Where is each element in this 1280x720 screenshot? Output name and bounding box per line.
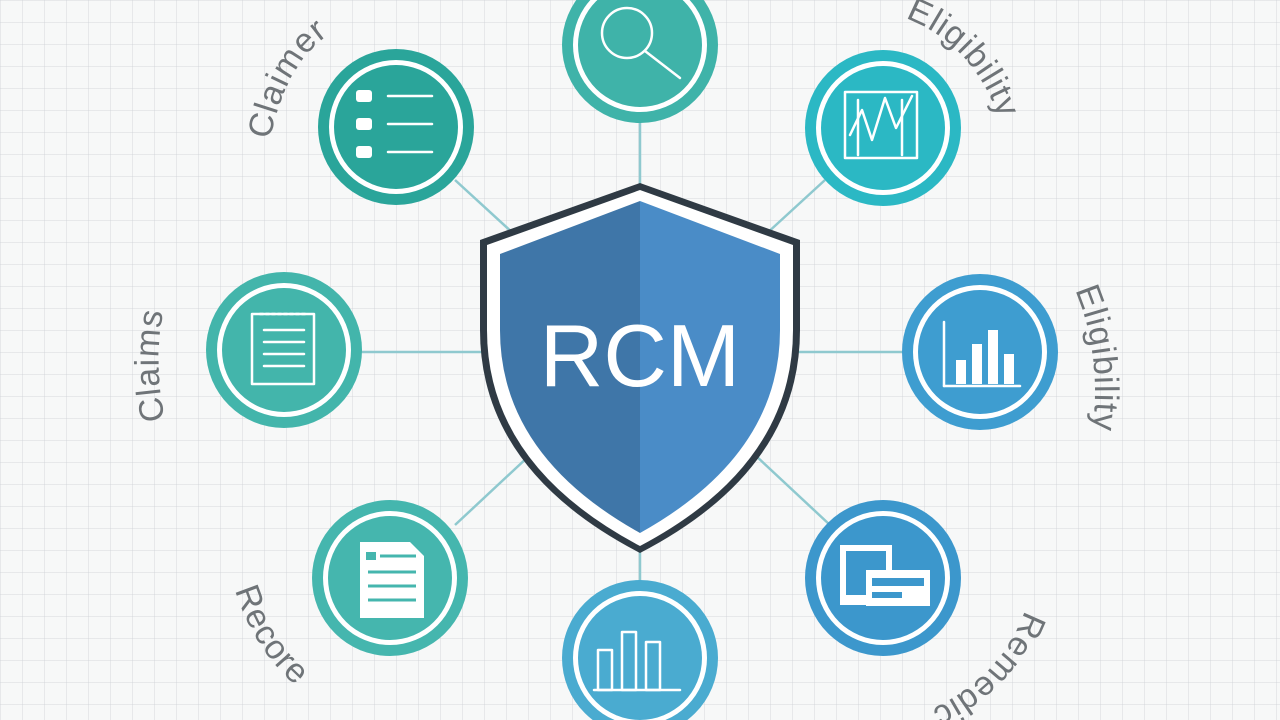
report-icon <box>360 542 424 618</box>
report-node[interactable] <box>312 500 468 656</box>
screens-icon <box>840 545 930 606</box>
label-bottom-left: Recore <box>227 580 317 692</box>
connector-lines <box>360 118 905 585</box>
checklist-icon <box>356 90 434 158</box>
bar-chart-icon <box>592 630 682 692</box>
magnifier-icon <box>600 6 682 80</box>
bottom-chart-node[interactable] <box>562 580 718 720</box>
claims-document-node[interactable] <box>206 272 362 428</box>
rcm-title: RCM <box>540 306 740 405</box>
label-left: Claims <box>128 306 172 425</box>
document-icon <box>250 312 316 386</box>
bar-chart-icon <box>942 320 1022 388</box>
checklist-node[interactable] <box>318 49 474 205</box>
bar-chart-node[interactable] <box>902 274 1058 430</box>
screens-node[interactable] <box>805 500 961 656</box>
search-node[interactable] <box>562 0 718 123</box>
label-right: Eligibility <box>1068 279 1125 433</box>
eligibility-chart-node[interactable] <box>805 50 961 206</box>
line-chart-icon <box>843 90 919 160</box>
rcm-shield: RCM <box>480 183 800 553</box>
